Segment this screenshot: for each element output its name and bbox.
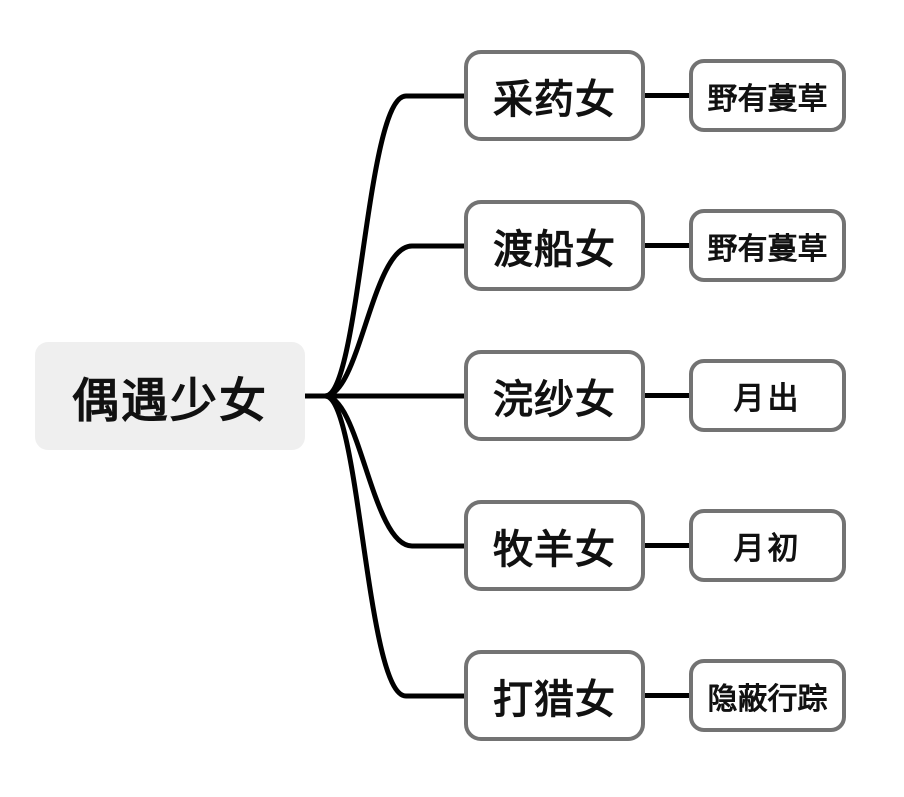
leaf-node-1[interactable]: 野有蔓草 <box>689 59 846 132</box>
edge-root-to-branch-5 <box>303 393 467 699</box>
edge-branch-3-to-leaf-3 <box>645 393 691 398</box>
edge-root-to-branch-4 <box>303 393 467 549</box>
edge-root-to-branch-2 <box>303 243 467 399</box>
leaf-node-4[interactable]: 月初 <box>689 509 846 582</box>
edge-branch-2-to-leaf-2 <box>645 243 691 248</box>
edge-branch-5-to-leaf-5 <box>645 693 691 698</box>
edge-branch-1-to-leaf-1 <box>645 93 691 98</box>
branch-node-3[interactable]: 浣纱女 <box>464 350 645 441</box>
leaf-node-3[interactable]: 月出 <box>689 359 846 432</box>
branch-node-1[interactable]: 采药女 <box>464 50 645 141</box>
branch-node-5[interactable]: 打猎女 <box>464 650 645 741</box>
leaf-node-5[interactable]: 隐蔽行踪 <box>689 659 846 732</box>
edge-root-to-branch-1 <box>303 93 467 399</box>
branch-node-4[interactable]: 牧羊女 <box>464 500 645 591</box>
edge-branch-4-to-leaf-4 <box>645 543 691 548</box>
leaf-node-2[interactable]: 野有蔓草 <box>689 209 846 282</box>
branch-node-2[interactable]: 渡船女 <box>464 200 645 291</box>
root-node[interactable]: 偶遇少女 <box>35 342 305 450</box>
